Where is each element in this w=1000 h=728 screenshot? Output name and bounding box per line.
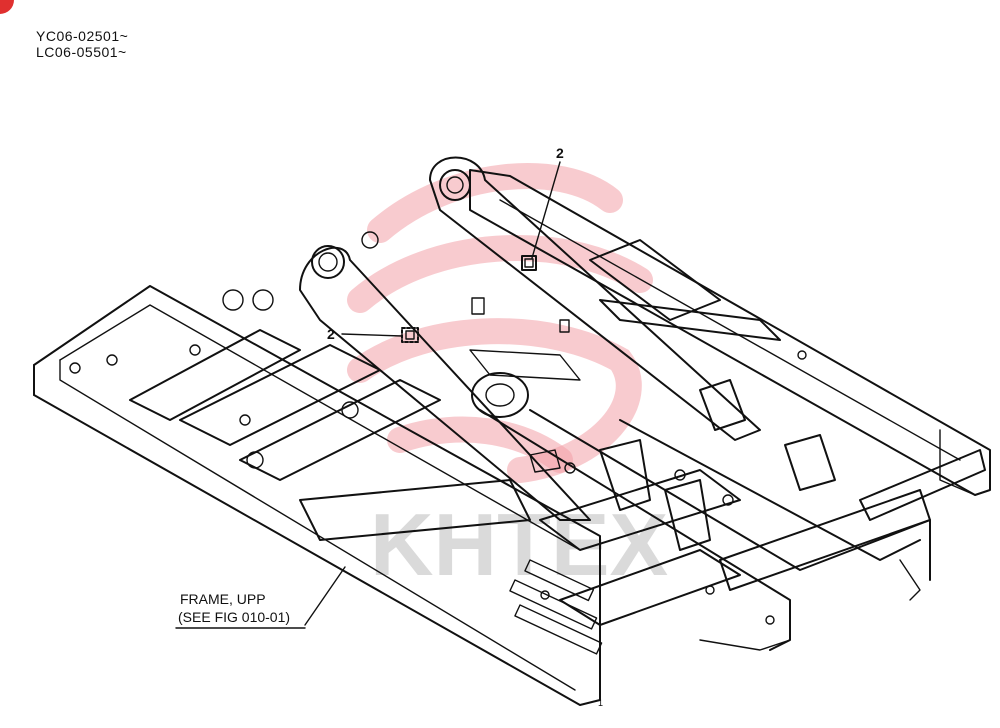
item-number-upper: 2	[556, 145, 564, 161]
boom-bracket-right	[429, 156, 761, 441]
item-number-left: 2	[327, 326, 335, 342]
frame-label: FRAME, UPP (SEE FIG 010-01)	[175, 591, 306, 629]
frame-label-line2: (SEE FIG 010-01)	[178, 609, 290, 625]
serial-range-1: YC06-02501~	[36, 28, 129, 44]
serial-range-2: LC06-05501~	[36, 44, 127, 60]
boom-bracket-left	[299, 245, 591, 521]
bolt-holes	[69, 231, 807, 625]
frame-right-rail	[469, 169, 991, 496]
item-2-pad-left	[401, 327, 419, 343]
bottom-slot-plates	[509, 559, 603, 655]
mounting-brackets	[471, 297, 836, 551]
center-swing-hub	[469, 349, 581, 418]
watermark-logo: KHTEX	[347, 163, 668, 594]
frame-label-line1: FRAME, UPP	[180, 591, 266, 607]
item-2-pad-upper	[521, 255, 537, 271]
small-mark: 1	[598, 698, 603, 708]
frame-cross-members	[129, 239, 986, 626]
leader-lines	[304, 161, 561, 626]
frame-outer-rail	[33, 285, 601, 706]
watermark-text: KHTEX	[370, 495, 668, 594]
